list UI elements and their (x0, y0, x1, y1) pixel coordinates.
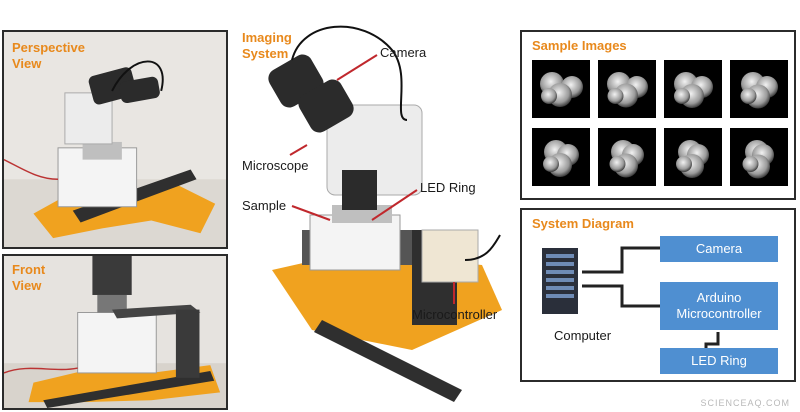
perspective-view-photo (4, 32, 226, 247)
imaging-system-photo (268, 25, 502, 402)
led-ring-box: LED Ring (660, 348, 778, 374)
sample-images-title: Sample Images (532, 38, 627, 53)
imaging-system-area: Imaging System Camera Microscope LED Rin… (232, 20, 514, 410)
system-diagram-panel: System Diagram Computer Camera Arduino M… (520, 208, 796, 382)
sample-image-thumbnail (598, 60, 656, 118)
sample-image-thumbnail (532, 60, 590, 118)
microcontroller-label: Microcontroller (412, 307, 498, 322)
computer-tower-icon (542, 248, 578, 314)
sample-images-panel: Sample Images (520, 30, 796, 200)
sample-image-thumbnail (598, 128, 656, 186)
led-ring-label: LED Ring (420, 180, 476, 195)
arduino-microcontroller-box: Arduino Microcontroller (660, 282, 778, 330)
sample-label: Sample (242, 198, 287, 213)
computer-label: Computer (554, 328, 612, 343)
system-diagram-title: System Diagram (532, 216, 634, 231)
front-view-panel: Front View (2, 254, 228, 410)
microscope-label: Microscope (242, 158, 309, 173)
perspective-view-title: Perspective View (12, 40, 85, 71)
sample-image-thumbnail (664, 128, 722, 186)
sample-image-thumbnail (532, 128, 590, 186)
camera-box: Camera (660, 236, 778, 262)
sample-image-thumbnail (730, 128, 788, 186)
imaging-system-title: Imaging System (242, 30, 292, 61)
sample-images-grid (532, 60, 788, 190)
perspective-view-panel: Perspective View (2, 30, 228, 249)
sample-image-thumbnail (664, 60, 722, 118)
camera-label: Camera (380, 45, 427, 60)
front-view-photo (4, 256, 226, 408)
watermark: SCIENCEAQ.COM (700, 398, 790, 408)
sample-image-thumbnail (730, 60, 788, 118)
front-view-title: Front View (12, 262, 46, 293)
